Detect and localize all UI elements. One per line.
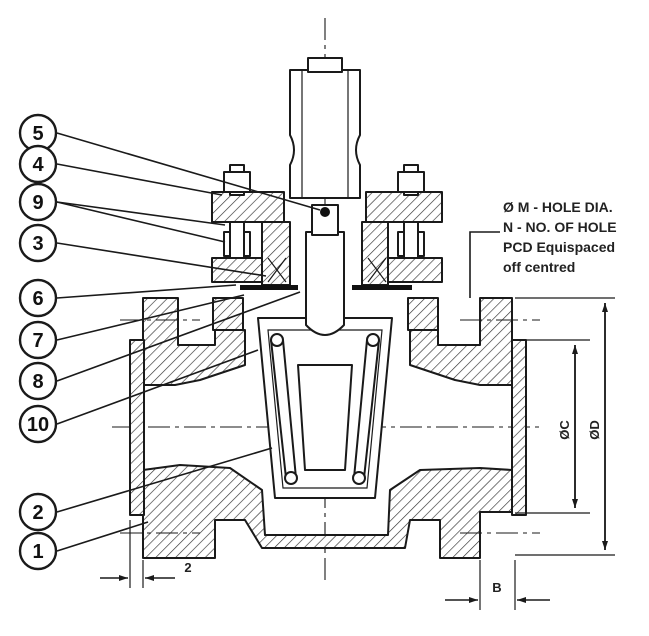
- dim-b-label: B: [492, 580, 501, 595]
- callout-3: 3: [18, 223, 58, 263]
- left-flange-face: [129, 339, 145, 516]
- dim-d-label: ØD: [587, 420, 602, 440]
- right-flange-face: [511, 339, 527, 516]
- dimension-lines: [100, 231, 615, 610]
- callout-8-label: 8: [32, 371, 43, 393]
- callout-10-label: 10: [27, 414, 49, 436]
- callout-5-label: 5: [32, 123, 43, 145]
- callout-2: 2: [18, 492, 58, 532]
- callout-8: 8: [18, 361, 58, 401]
- callout-7-label: 7: [32, 330, 43, 352]
- plug: [257, 317, 393, 499]
- note-no-of-holes: N - NO. OF HOLE: [503, 219, 617, 235]
- callout-5: 5: [18, 113, 58, 153]
- stem: [289, 57, 361, 336]
- note-pcd: PCD Equispaced: [503, 239, 615, 255]
- callout-7: 7: [18, 320, 58, 360]
- callout-6: 6: [18, 278, 58, 318]
- callout-1-label: 1: [32, 541, 43, 563]
- callout-4-label: 4: [32, 154, 44, 176]
- dim-two-label: 2: [184, 560, 191, 575]
- callout-2-label: 2: [32, 502, 43, 524]
- callout-leaders: [56, 132, 321, 552]
- callout-9-label: 9: [32, 192, 43, 214]
- callout-6-label: 6: [32, 288, 43, 310]
- callout-1: 1: [18, 531, 58, 571]
- bolts-and-nuts: [223, 164, 425, 259]
- note-hole-dia: Ø M - HOLE DIA.: [503, 199, 613, 215]
- callout-9: 9: [18, 182, 58, 222]
- dim-c-label: ØC: [557, 420, 572, 440]
- note-off-centred: off centred: [503, 259, 575, 275]
- callout-10: 10: [18, 404, 58, 444]
- callout-3-label: 3: [32, 233, 43, 255]
- callout-4: 4: [18, 144, 58, 184]
